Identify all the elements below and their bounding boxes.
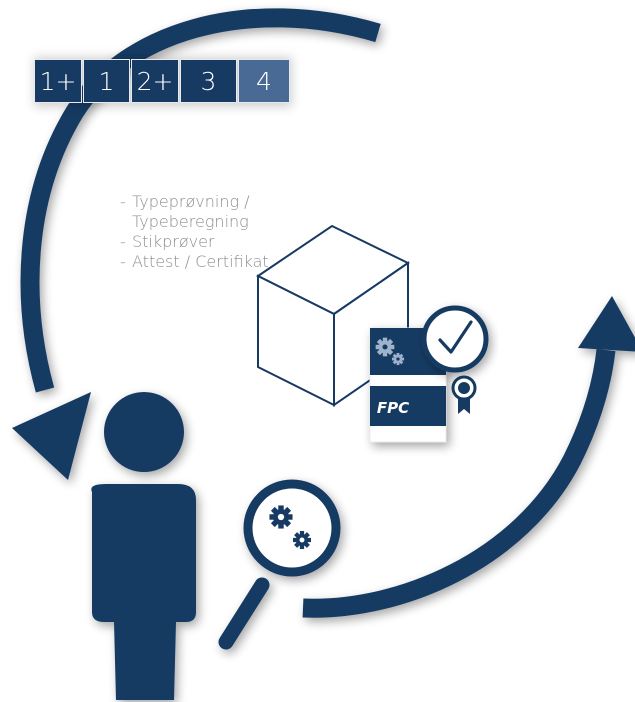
list-item: -Stikprøver (120, 232, 322, 252)
cycle-arrow-left (12, 8, 381, 480)
level-1: 1 (83, 59, 130, 103)
person-icon (91, 392, 196, 700)
award-ribbon-icon (451, 375, 477, 414)
level-4: 4 (238, 59, 290, 103)
level-2plus: 2+ (131, 59, 179, 103)
list-item-text: Stikprøver (132, 232, 215, 251)
list-item-text: Typeprøvning / Typeberegning (132, 192, 250, 231)
requirements-list: -Typeprøvning / Typeberegning -Stikprøve… (120, 192, 322, 272)
checkmark-icon (421, 305, 489, 373)
list-item-text: Attest / Certifikat (132, 252, 269, 271)
list-item: -Attest / Certifikat (120, 252, 322, 272)
list-item: -Typeprøvning / Typeberegning (120, 192, 322, 232)
fpc-label: FPC (377, 399, 409, 417)
magnifier-icon (218, 479, 341, 650)
level-3: 3 (180, 59, 237, 103)
level-1plus: 1+ (34, 59, 82, 103)
cycle-arrow-right (302, 296, 635, 618)
